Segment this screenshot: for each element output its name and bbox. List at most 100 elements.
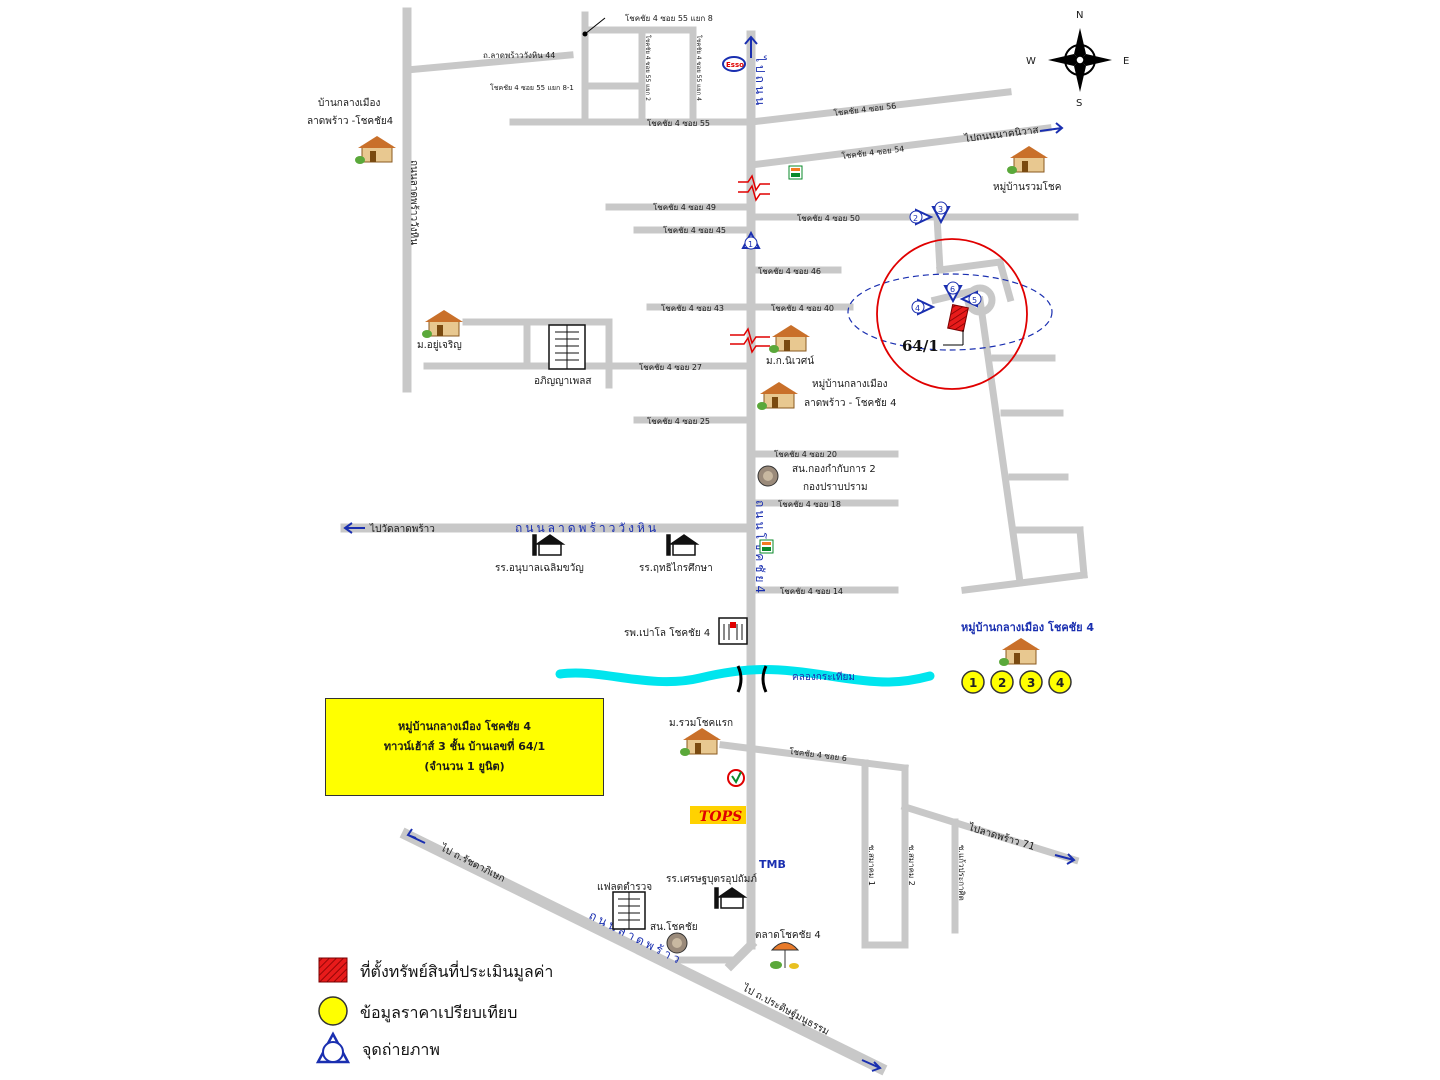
arrow-north-icon (744, 35, 758, 58)
label-to-north: ไปถนน (753, 55, 767, 108)
label-soi25: โชคชัย 4 ซอย 25 (647, 416, 710, 426)
compass-w: W (1026, 56, 1036, 67)
label-to-ladprao71: ไปลาดพร้าว 71 (966, 821, 1036, 853)
road-ladprao-wanghin-44 (403, 51, 574, 74)
road-soi56 (747, 88, 1012, 126)
label-soi49: โชคชัย 4 ซอย 49 (653, 202, 716, 212)
compass-icon: N S E W (1026, 10, 1129, 109)
police-icon (666, 465, 779, 954)
svg-text:2: 2 (913, 214, 918, 223)
svg-text:Esso: Esso (726, 61, 744, 69)
road-ladprao (399, 827, 888, 1076)
legend-comparable-label: ข้อมูลราคาเปรียบเทียบ (360, 1003, 517, 1023)
photo-points: 1 2 3 4 5 6 (741, 201, 982, 316)
label-soi55: โชคชัย 4 ซอย 55 (647, 118, 710, 128)
photo-point-4: 4 (911, 298, 936, 316)
label-soi55-1: โชคชัย 4 ซอย 55 แยก 8-1 (490, 83, 574, 92)
market-icon (770, 942, 800, 969)
esso-logo: Esso (722, 56, 746, 72)
road-village-top (936, 258, 1004, 274)
building-icon (548, 324, 646, 930)
legend-comparable-swatch (318, 996, 348, 1026)
label-soi55-v1: โชคชัย 4 ซอย 55 แยก 2 (644, 35, 652, 101)
legend-subject-swatch (318, 957, 348, 983)
legend-photo-label: จุดถ่ายภาพ (362, 1040, 440, 1060)
label-klang-muang-chokchai-2: ลาดพร้าว - โชคชัย 4 (804, 396, 896, 409)
svg-text:1: 1 (969, 676, 977, 690)
svg-text:6: 6 (950, 285, 955, 294)
label-canal: คลองกระเทียม (792, 671, 855, 683)
kasikorn-bank-icon (727, 769, 745, 787)
label-soi56: โชคชัย 4 ซอย 56 (833, 100, 897, 118)
property-info-box: หมู่บ้านกลางเมือง โชคชัย 4 ทาวน์เฮ้าส์ 3… (325, 698, 604, 796)
subject-highlight-circle (876, 238, 1028, 390)
compass-n: N (1076, 10, 1083, 21)
arrow-west-icon (343, 522, 365, 534)
label-ladprao-wanghin-vertical: ถนนลาดพร้าววังหิน (408, 160, 420, 245)
arrow-east-icon (1039, 122, 1064, 134)
svg-text:4: 4 (1056, 676, 1064, 690)
subject-ellipse (847, 273, 1053, 351)
road-soi6 (719, 741, 869, 767)
label-u-charoen: ม.อยู่เจริญ (417, 340, 462, 351)
seven-eleven-icon-2 (759, 539, 774, 554)
label-kaewprakan: ซ.แก้วประกาศิต (957, 845, 966, 901)
label-soi18: โชคชัย 4 ซอย 18 (778, 499, 841, 509)
legend: ที่ตั้งทรัพย์สินที่ประเมินมูลค่า ข้อมูลร… (315, 957, 553, 1064)
label-comparable-village: หมู่บ้านกลางเมือง โชคชัย 4 (961, 620, 1094, 635)
road-network (340, 7, 1088, 1076)
school-icon (532, 534, 748, 909)
label-soi46: โชคชัย 4 ซอย 46 (758, 266, 821, 276)
svg-text:3: 3 (1027, 676, 1035, 690)
compass-e: E (1123, 56, 1129, 67)
label-market: ตลาดโชคชัย 4 (755, 928, 821, 941)
label-police-2: สน.กองกำกับการ 2 (792, 464, 876, 475)
hospital-icon (718, 617, 748, 645)
svg-text:4: 4 (915, 304, 920, 313)
label-ladprao-wanghin-road: ถนนลาดพร้าววังหิน (515, 521, 659, 535)
road-village-bottom (961, 571, 1088, 594)
comparable-1: 1 (961, 670, 985, 694)
photo-point-3: 3 (931, 201, 951, 225)
comparable-4: 4 (1048, 670, 1072, 694)
info-line-1: หมู่บ้านกลางเมือง โชคชัย 4 (397, 720, 532, 733)
road-soi54 (747, 124, 1052, 169)
info-line-3: (จำนวน 1 ยูนิต) (424, 760, 505, 773)
subject-house-number: 64/1 (902, 337, 939, 355)
label-soi43: โชคชัย 4 ซอย 43 (661, 303, 724, 313)
road-village-b5 (1076, 526, 1088, 579)
svg-text:5: 5 (972, 296, 977, 305)
label-ladprao-wanghin44: ถ.ลาดพร้าววังหิน 44 (483, 51, 555, 60)
label-school-setthabut: รร.เศรษฐบุตรอุปถัมภ์ (666, 873, 757, 885)
subject-property-marker (947, 304, 969, 332)
label-soi40: โชคชัย 4 ซอย 40 (771, 303, 834, 313)
road-village-connector (933, 213, 944, 274)
road-break-icon (730, 174, 770, 354)
label-soi14: โชคชัย 4 ซอย 14 (780, 586, 843, 596)
arrow-ladprao71-icon (1054, 853, 1076, 865)
label-to-wat-ladprao: ไปวัดลาดพร้าว (369, 523, 435, 535)
label-samakom2: ซ.สมาคม 2 (907, 845, 916, 886)
label-baan-klang-muang-2: ลาดพร้าว -โชคชัย4 (307, 114, 393, 127)
label-hospital: รพ.เปาโล โชคชัย 4 (624, 626, 710, 639)
road-soi6-b (861, 759, 909, 772)
photo-point-6: 6 (943, 281, 963, 304)
label-samakom1: ซ.สมาคม 1 (867, 845, 876, 886)
road-village-main (976, 296, 1024, 586)
photo-point-1: 1 (741, 230, 761, 250)
label-soi45: โชคชัย 4 ซอย 45 (663, 225, 726, 235)
label-soi20: โชคชัย 4 ซอย 20 (774, 449, 837, 459)
label-soi55-v2: โชคชัย 4 ซอย 55 แยก 4 (695, 35, 703, 101)
legend-subject-label: ที่ตั้งทรัพย์สินที่ประเมินมูลค่า (360, 960, 553, 982)
compass-s: S (1076, 98, 1082, 109)
photo-point-2: 2 (909, 208, 934, 226)
legend-photo-icon (315, 1031, 351, 1064)
photo-point-5: 5 (959, 290, 982, 308)
comparable-2: 2 (990, 670, 1014, 694)
svg-text:1: 1 (748, 240, 753, 249)
label-police-crime: กองปราบปราม (803, 482, 868, 493)
svg-text:2: 2 (998, 676, 1006, 690)
house-icon (355, 136, 1048, 756)
canal-khlong-kratiam (555, 665, 935, 687)
svg-text:3: 3 (938, 205, 943, 214)
